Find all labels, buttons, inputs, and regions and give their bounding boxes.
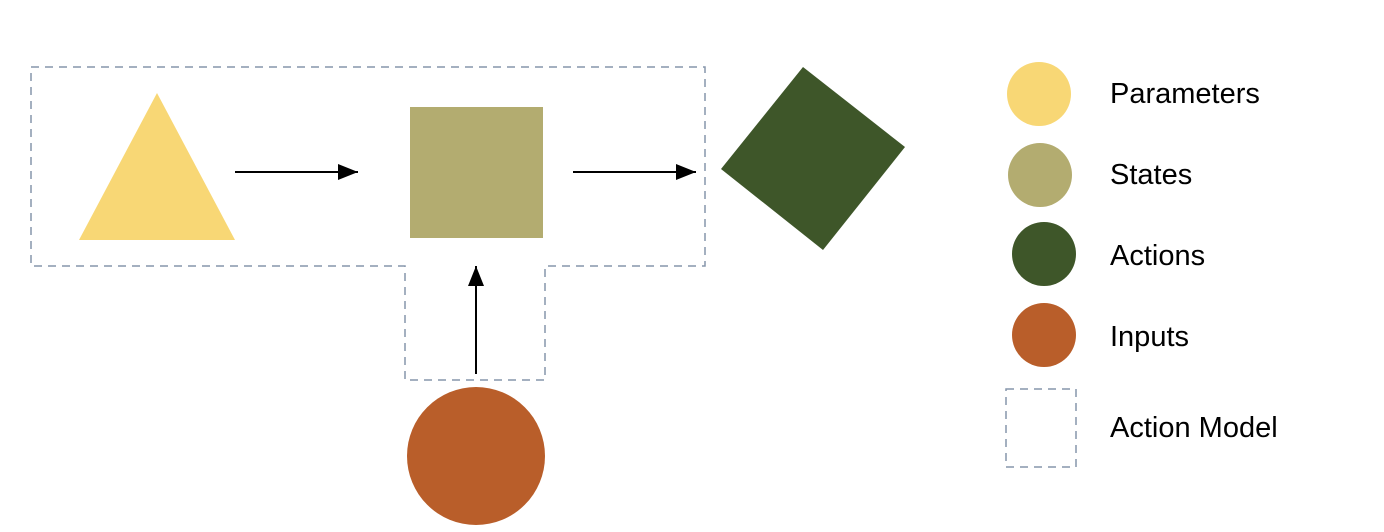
state-node-square — [410, 107, 543, 238]
legend-swatch-parameters — [1007, 62, 1071, 126]
input-node-circle — [407, 387, 545, 525]
legend-label-states: States — [1110, 159, 1193, 191]
legend-label-actions: Actions — [1110, 240, 1206, 272]
legend-swatch-action-model — [1005, 388, 1077, 468]
legend-swatch-states — [1008, 143, 1072, 207]
legend-swatch-inputs — [1012, 303, 1076, 367]
legend-label-parameters: Parameters — [1110, 78, 1260, 110]
legend-swatch-actions — [1012, 222, 1076, 286]
legend-label-action-model: Action Model — [1110, 412, 1278, 444]
action-node-diamond — [721, 67, 905, 250]
parameters-node-triangle — [79, 93, 235, 240]
legend-label-inputs: Inputs — [1110, 321, 1189, 353]
